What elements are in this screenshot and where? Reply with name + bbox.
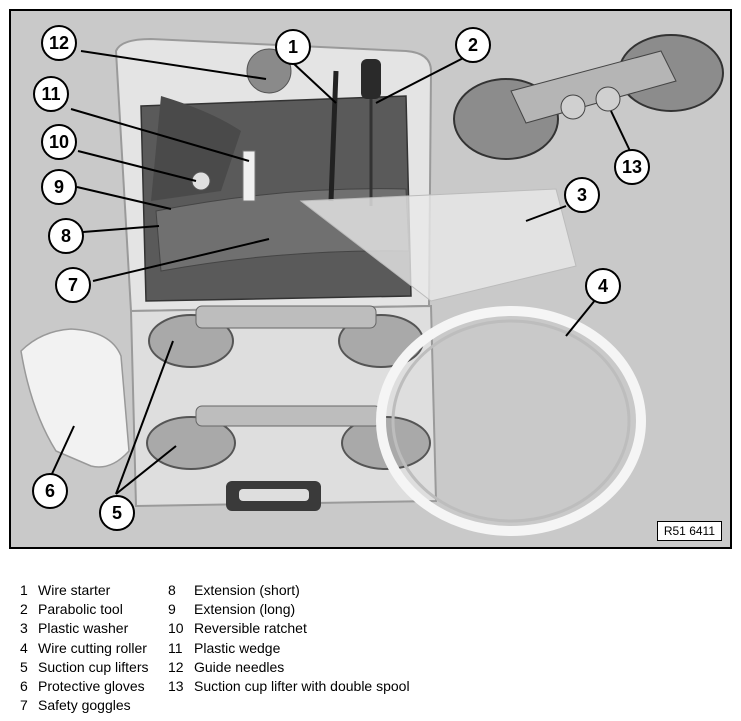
callout-12: 12	[41, 25, 77, 61]
legend-num: 10	[168, 620, 184, 637]
callout-11: 11	[33, 76, 69, 112]
legend-label: Extension (short)	[194, 582, 300, 598]
legend-item: 1 Wire starter	[20, 581, 149, 600]
legend-label: Safety goggles	[38, 697, 131, 714]
legend-num: 3	[20, 620, 28, 637]
legend-num: 4	[20, 639, 28, 656]
callout-8: 8	[48, 218, 84, 254]
legend-label: Extension (long)	[194, 601, 296, 618]
figure-reference-code: R51 6411	[656, 521, 722, 541]
legend-item: 11 Plastic wedge	[168, 639, 410, 658]
legend-label: Parabolic tool	[38, 601, 123, 618]
legend-num: 2	[20, 601, 28, 618]
legend-label: Guide needles	[194, 658, 285, 675]
legend-item: 6 Protective gloves	[20, 677, 149, 696]
legend-item: 5 Suction cup lifters	[20, 658, 149, 677]
tool-kit-figure: 1 2 3 4 5 6 7 8 9 10 11 12 13 R51 6411	[9, 9, 732, 549]
legend-item: 2 Parabolic tool	[20, 600, 149, 619]
legend-num: 12	[168, 658, 184, 675]
legend-item: 13 Suction cup lifter with double spool	[168, 677, 410, 696]
legend-num: 1	[20, 582, 28, 598]
legend-label: Wire starter	[38, 582, 111, 598]
legend-label: Plastic wedge	[194, 639, 281, 656]
callout-6: 6	[32, 473, 68, 509]
legend-num: 5	[20, 658, 28, 675]
callout-13: 13	[614, 149, 650, 185]
callout-2: 2	[455, 27, 491, 63]
legend-label: Reversible ratchet	[194, 620, 307, 637]
legend-column-2: 8 Extension (short) 9 Extension (long) 10 R…	[168, 581, 410, 696]
tool-kit-illustration	[11, 11, 730, 547]
legend-num: 6	[20, 678, 28, 695]
legend-label: Wire cutting roller	[38, 639, 147, 656]
legend-num: 7	[20, 697, 28, 714]
legend-item: 3 Plastic washer	[20, 619, 149, 638]
legend-column-1: 1 Wire starter 2 Parabolic tool 3 Plastic w…	[20, 581, 149, 715]
legend-num: 11	[168, 639, 183, 656]
legend-label: Protective gloves	[38, 678, 145, 695]
callout-7: 7	[55, 267, 91, 303]
legend-num: 8	[168, 582, 176, 598]
legend-item: 12 Guide needles	[168, 658, 410, 677]
callout-3: 3	[564, 177, 600, 213]
legend-item: 4 Wire cutting roller	[20, 639, 149, 658]
legend-num: 13	[168, 678, 184, 695]
legend-item: 9 Extension (long)	[168, 600, 410, 619]
legend-label: Suction cup lifter with double spool	[194, 678, 410, 695]
callout-5: 5	[99, 495, 135, 531]
callout-4: 4	[585, 268, 621, 304]
legend-num: 9	[168, 601, 176, 618]
callout-9: 9	[41, 169, 77, 205]
legend-item: 7 Safety goggles	[20, 696, 149, 715]
legend-label: Plastic washer	[38, 620, 129, 637]
legend-item: 8 Extension (short)	[168, 581, 410, 600]
legend-label: Suction cup lifters	[38, 658, 149, 675]
legend-item: 10 Reversible ratchet	[168, 619, 410, 638]
callout-10: 10	[41, 124, 77, 160]
callout-1: 1	[275, 29, 311, 65]
